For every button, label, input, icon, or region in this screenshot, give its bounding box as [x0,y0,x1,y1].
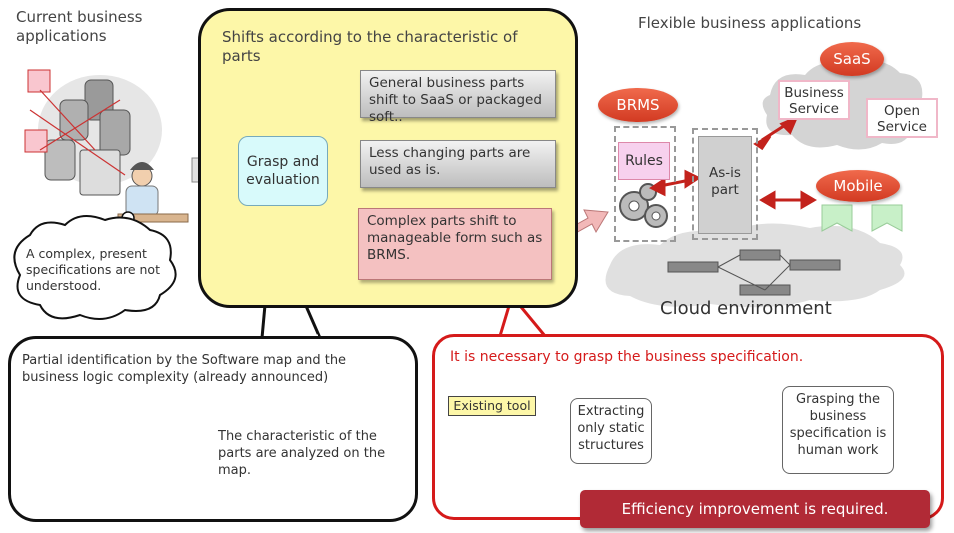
extracting-box: Extracting only static structures [570,398,652,464]
asis-part-box: As-is part [698,136,752,234]
grasp-evaluation-box: Grasp and evaluation [238,136,328,206]
flexible-apps-title: Flexible business applications [638,14,862,32]
efficiency-banner: Efficiency improvement is required. [580,490,930,528]
stressed-person-icon [117,162,189,223]
rules-box: Rules [618,142,670,180]
cloud-environment-shape [605,223,905,308]
mobile-badge: Mobile [816,170,900,202]
saas-badge: SaaS [820,42,884,76]
cloud-environment-label: Cloud environment [660,298,832,319]
complex-parts-box: Complex parts shift to manageable form s… [358,208,552,280]
business-service-box: Business Service [778,80,850,120]
asis-area [692,128,758,240]
less-changing-box: Less changing parts are used as is. [360,140,556,188]
software-map-panel [8,336,418,522]
shift-title: Shifts according to the characteristic o… [222,28,518,65]
existing-tool-label: Existing tool [448,396,536,416]
open-service-box: Open Service [866,98,938,138]
gear-icon [619,183,668,228]
double-arrow-asis-saas [753,115,799,151]
general-parts-box: General business parts shift to SaaS or … [360,70,556,125]
current-apps-title: Current business applications [16,8,143,45]
software-map-title: Partial identification by the Software m… [22,353,347,385]
thought-cloud-shape [13,215,177,320]
brms-area [614,126,676,242]
network-devices-icon [667,249,841,296]
software-map-desc: The characteristic of the parts are anal… [218,429,386,478]
mobile-device-icon [821,204,903,232]
business-spec-title: It is necessary to grasp the business sp… [450,349,804,365]
double-arrow-asis-mobile [759,190,817,210]
brms-badge: BRMS [598,88,678,122]
grasping-box: Grasping the business specification is h… [782,386,894,474]
legacy-system-cluster-icon [24,69,162,196]
complex-spec-text: A complex, present specifications are no… [26,246,160,293]
